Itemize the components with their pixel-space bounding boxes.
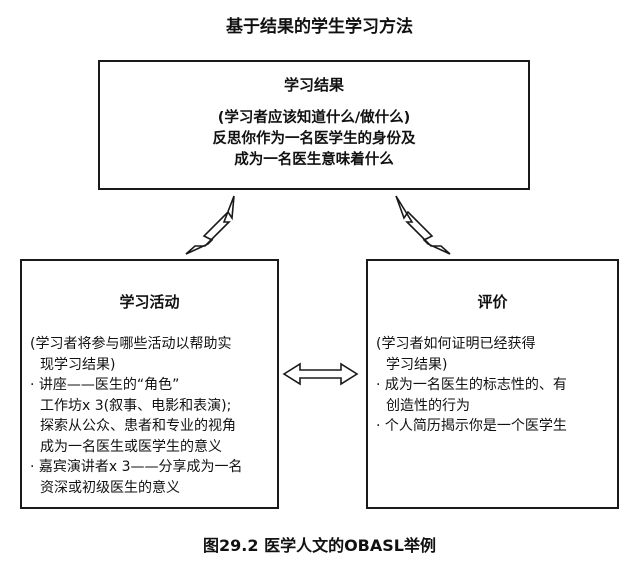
- learning-activity-line: 工作坊x 3(叙事、电影和表演);: [40, 397, 232, 414]
- double-arrow-icon: [282, 362, 359, 386]
- learning-activity-heading: 学习活动: [119, 293, 180, 311]
- learning-outcome-line: 成为一名医生意味着什么: [234, 152, 394, 168]
- assessment-line: 学习结果): [386, 356, 448, 373]
- assessment-heading: 评价: [477, 293, 508, 311]
- figure-caption: 图29.2 医学人文的OBASL举例: [203, 536, 436, 555]
- diagram-title: 基于结果的学生学习方法: [226, 17, 413, 37]
- assessment-text: (学习者如何证明已经获得 学习结果) · 成为一名医生的标志性的、有 创造性的行…: [368, 334, 617, 437]
- assessment-line: · 个人简历揭示你是一个医学生: [376, 418, 567, 434]
- learning-outcome-heading: 学习结果: [283, 76, 344, 94]
- double-arrow-icon: [185, 195, 235, 255]
- learning-activity-line: 现学习结果): [40, 356, 116, 373]
- assessment-box: 评价 (学习者如何证明已经获得 学习结果) · 成为一名医生的标志性的、有 创造…: [366, 259, 619, 509]
- assessment-line: (学习者如何证明已经获得: [376, 336, 536, 352]
- assessment-line: 创造性的行为: [386, 397, 470, 414]
- double-arrow-icon: [395, 195, 451, 255]
- learning-outcome-text: (学习者应该知道什么/做什么) 反思你作为一名医学生的身份及 成为一名医生意味着…: [100, 108, 528, 171]
- assessment-line: · 成为一名医生的标志性的、有: [376, 377, 567, 393]
- learning-outcome-line: 反思你作为一名医学生的身份及: [212, 131, 416, 147]
- learning-activity-box: 学习活动 (学习者将参与哪些活动以帮助实 现学习结果) · 讲座——医生的“角色…: [20, 259, 279, 509]
- learning-outcome-line: (学习者应该知道什么/做什么): [217, 110, 411, 126]
- learning-activity-line: · 嘉宾演讲者x 3——分享成为一名: [30, 459, 243, 475]
- learning-activity-line: · 讲座——医生的“角色”: [30, 377, 180, 393]
- learning-activity-text: (学习者将参与哪些活动以帮助实 现学习结果) · 讲座——医生的“角色” 工作坊…: [22, 334, 277, 498]
- learning-activity-line: 探索从公众、患者和专业的视角: [40, 418, 236, 434]
- learning-activity-line: (学习者将参与哪些活动以帮助实: [30, 336, 232, 352]
- learning-activity-line: 资深或初级医生的意义: [40, 479, 180, 496]
- learning-activity-line: 成为一名医生或医学生的意义: [40, 438, 222, 455]
- learning-outcome-box: 学习结果 (学习者应该知道什么/做什么) 反思你作为一名医学生的身份及 成为一名…: [98, 60, 530, 190]
